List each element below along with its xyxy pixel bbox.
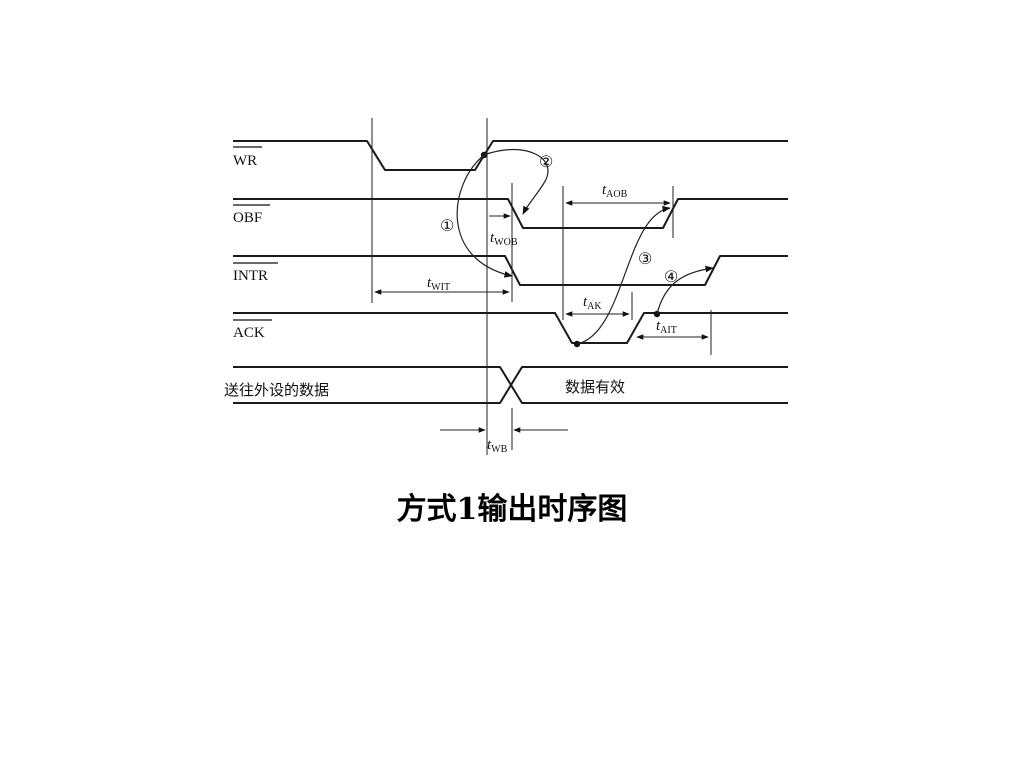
arrow-4-curve (656, 265, 714, 315)
arrow-2-curve (483, 148, 549, 215)
waveforms (233, 140, 788, 404)
data-before-label: 送往外设的数据 (224, 381, 329, 399)
marker-2: ② (539, 154, 553, 171)
t-ak-label: tAK (583, 294, 602, 312)
t-ait-label: tAIT (656, 318, 677, 336)
step-markers: ① ② ③ ④ (440, 154, 678, 286)
marker-3: ③ (638, 251, 652, 268)
dimension-arrows (374, 200, 709, 433)
causal-arrows (456, 148, 714, 348)
guide-lines (371, 118, 712, 455)
marker-4: ④ (664, 269, 678, 286)
obf-label: OBF (233, 210, 262, 226)
ack-label: ACK (233, 325, 265, 341)
arrow-1-curve (456, 154, 513, 278)
signal-labels: WR OBF INTR ACK 送往外设的数据 数据有效 (224, 146, 625, 399)
ack-waveform (233, 312, 788, 344)
timing-labels: tWIT tWOB tAOB tAK tAIT tWB (427, 182, 677, 455)
t-wb-label: tWB (487, 437, 508, 455)
t-aob-label: tAOB (602, 182, 628, 200)
diagram-caption: 方式1输出时序图 (396, 492, 628, 527)
intr-label: INTR (233, 268, 268, 284)
t-wit-label: tWIT (427, 275, 450, 293)
arrow-3-curve (576, 205, 671, 345)
obf-waveform (233, 198, 788, 229)
data-valid-label: 数据有效 (565, 378, 625, 396)
intr-waveform (233, 255, 788, 286)
marker-1: ① (440, 218, 454, 235)
wr-label: WR (233, 153, 257, 169)
data-bus-lower (233, 366, 788, 404)
wr-waveform (233, 140, 788, 171)
t-wob-label: tWOB (490, 230, 518, 248)
